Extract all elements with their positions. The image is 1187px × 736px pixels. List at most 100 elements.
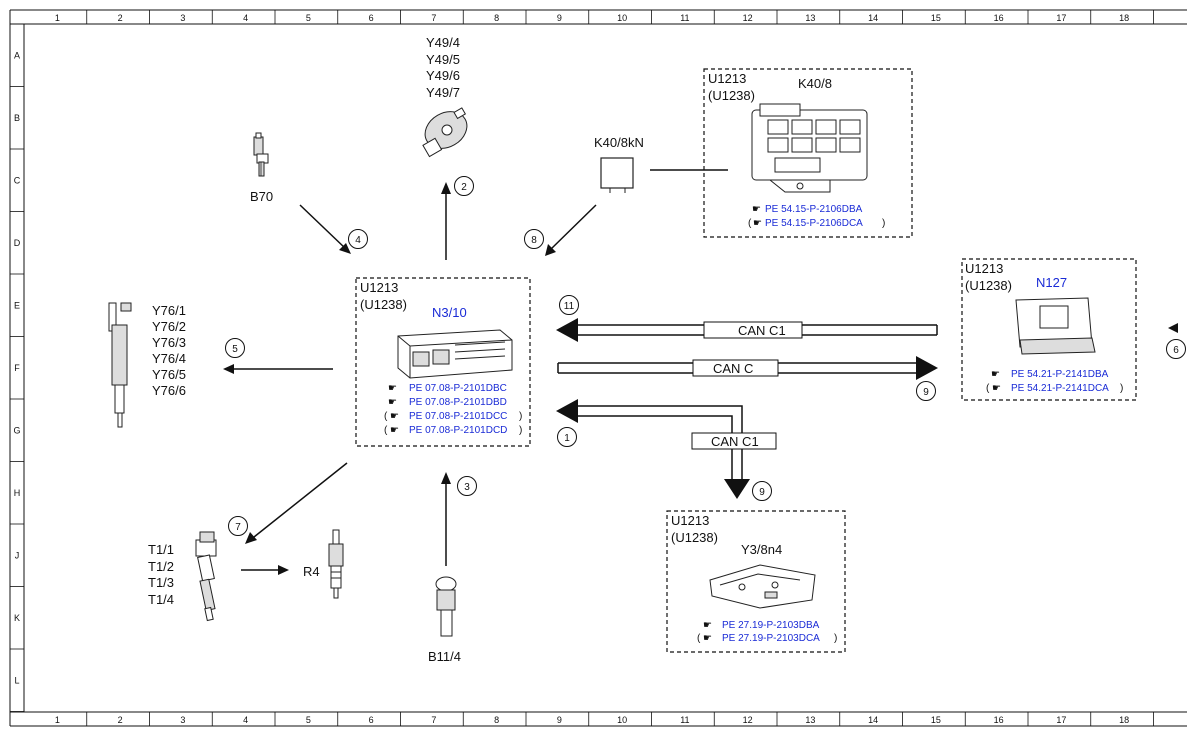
column-label-bottom: 2 — [118, 715, 123, 725]
column-label-bottom: 17 — [1056, 715, 1066, 725]
svg-text:PE 07.08-P-2101DCD: PE 07.08-P-2101DCD — [409, 425, 507, 436]
column-label-bottom: 12 — [743, 715, 753, 725]
callout-6: 6 — [1166, 339, 1186, 359]
column-label-top: 10 — [617, 13, 627, 23]
svg-text:PE 07.08-P-2101DCC: PE 07.08-P-2101DCC — [409, 411, 507, 422]
ecu-ref-3: ( ☛ PE 07.08-P-2101DCC ) — [384, 411, 522, 422]
callout-1: 1 — [557, 427, 577, 447]
valve-label-3: Y49/6 — [426, 68, 460, 83]
can-c1-top-label: CAN C1 — [738, 323, 786, 338]
column-label-top: 2 — [118, 13, 123, 23]
column-label-top: 14 — [868, 13, 878, 23]
column-label-bottom: 1 — [55, 715, 60, 725]
sam-name: K40/8 — [798, 76, 832, 91]
hand-icon: ☛ — [991, 369, 1000, 380]
svg-text:9: 9 — [759, 487, 765, 498]
gateway-block: U1213 — [965, 261, 1003, 276]
svg-text:): ) — [1120, 383, 1123, 394]
coil-label-4: T1/4 — [148, 592, 174, 607]
svg-text:4: 4 — [355, 235, 361, 246]
svg-text:2: 2 — [461, 182, 467, 193]
injector-label-2: Y76/2 — [152, 319, 186, 334]
injector-label-6: Y76/6 — [152, 383, 186, 398]
hand-icon: ☛ — [703, 633, 712, 644]
gateway-n127-box: U1213 (U1238) N127 ☛ PE 54.21-P-2141DBA … — [961, 258, 1137, 401]
callout-2: 2 — [454, 176, 474, 196]
b70-label: B70 — [250, 189, 273, 204]
column-label-top: 1 — [55, 13, 60, 23]
row-label: B — [14, 113, 20, 123]
ecu-ref-2: ☛ PE 07.08-P-2101DBD — [388, 397, 507, 408]
ecu-block: U1213 — [360, 280, 398, 295]
coil-t1-labels: T1/1 T1/2 T1/3 T1/4 — [148, 542, 174, 607]
sam-block-alt: (U1238) — [708, 88, 755, 103]
column-label-top: 5 — [306, 13, 311, 23]
coil-to-plug-arrowhead — [278, 565, 289, 575]
callout-5: 5 — [225, 338, 245, 358]
column-label-bottom: 3 — [180, 715, 185, 725]
gateway-block-alt: (U1238) — [965, 278, 1012, 293]
column-label-bottom: 8 — [494, 715, 499, 725]
coil-label-2: T1/2 — [148, 559, 174, 574]
column-label-bottom: 9 — [557, 715, 562, 725]
column-label-bottom: 11 — [680, 715, 689, 725]
svg-text:PE 54.15-P-2106DBA: PE 54.15-P-2106DBA — [765, 204, 863, 215]
hand-icon: ☛ — [752, 204, 761, 215]
transmission-ref-2: ( ☛ PE 27.19-P-2103DCA ) — [697, 633, 837, 644]
callout-4: 4 — [348, 229, 368, 249]
svg-text:): ) — [519, 411, 522, 422]
transmission-block-alt: (U1238) — [671, 530, 718, 545]
injector-label-5: Y76/5 — [152, 367, 186, 382]
column-label-top: 4 — [243, 13, 248, 23]
callout-8: 8 — [524, 229, 544, 249]
sam-module-drawing — [751, 103, 868, 193]
can-c1-bottom-label-box: CAN C1 — [691, 432, 777, 450]
valve-y49-labels: Y49/4 Y49/5 Y49/6 Y49/7 — [426, 35, 460, 100]
injector-label-1: Y76/1 — [152, 303, 186, 318]
coolant-sensor-b11-4-part — [435, 576, 457, 637]
can-c-label: CAN C — [713, 361, 753, 376]
svg-text:PE 54.21-P-2141DCA: PE 54.21-P-2141DCA — [1011, 383, 1109, 394]
valve-label-4: Y49/7 — [426, 85, 460, 100]
column-label-top: 11 — [680, 13, 689, 23]
svg-text:PE 54.21-P-2141DBA: PE 54.21-P-2141DBA — [1011, 369, 1109, 380]
column-label-top: 7 — [431, 13, 436, 23]
b11-4-label: B11/4 — [428, 649, 461, 664]
callout-9-transmission: 9 — [752, 481, 772, 501]
column-label-top: 6 — [369, 13, 374, 23]
svg-text:PE 27.19-P-2103DCA: PE 27.19-P-2103DCA — [722, 633, 820, 644]
hand-icon: ☛ — [992, 383, 1001, 394]
hand-icon: ☛ — [753, 218, 762, 229]
svg-text:11: 11 — [564, 301, 575, 312]
hand-icon: ☛ — [390, 425, 399, 436]
svg-text:9: 9 — [923, 387, 929, 398]
hand-icon: ☛ — [390, 411, 399, 422]
ecu-block-alt: (U1238) — [360, 297, 407, 312]
row-label: A — [14, 50, 20, 60]
transmission-block: U1213 — [671, 513, 709, 528]
row-label: F — [14, 363, 20, 373]
svg-text:6: 6 — [1173, 345, 1179, 356]
sam-block: U1213 — [708, 71, 746, 86]
column-label-top: 18 — [1119, 13, 1129, 23]
valve-y49-part — [422, 107, 468, 158]
injector-y76-part — [108, 302, 132, 428]
spark-plug-label: R4 — [303, 564, 320, 579]
svg-text:(: ( — [384, 425, 388, 436]
gateway-ref-1: ☛ PE 54.21-P-2141DBA — [991, 369, 1109, 380]
svg-text:7: 7 — [235, 522, 241, 533]
row-label: G — [13, 425, 20, 435]
can-c1-top-label-box: CAN C1 — [703, 321, 803, 339]
column-label-top: 16 — [994, 13, 1004, 23]
svg-text:5: 5 — [232, 344, 238, 355]
coil-label-1: T1/1 — [148, 542, 174, 557]
svg-text:(: ( — [697, 633, 701, 644]
column-label-bottom: 5 — [306, 715, 311, 725]
svg-text:PE 54.15-P-2106DCA: PE 54.15-P-2106DCA — [765, 218, 863, 229]
hand-icon: ☛ — [388, 397, 397, 408]
signal-arrows — [223, 182, 597, 566]
column-label-top: 12 — [743, 13, 753, 23]
ecu-module-drawing — [397, 329, 513, 379]
